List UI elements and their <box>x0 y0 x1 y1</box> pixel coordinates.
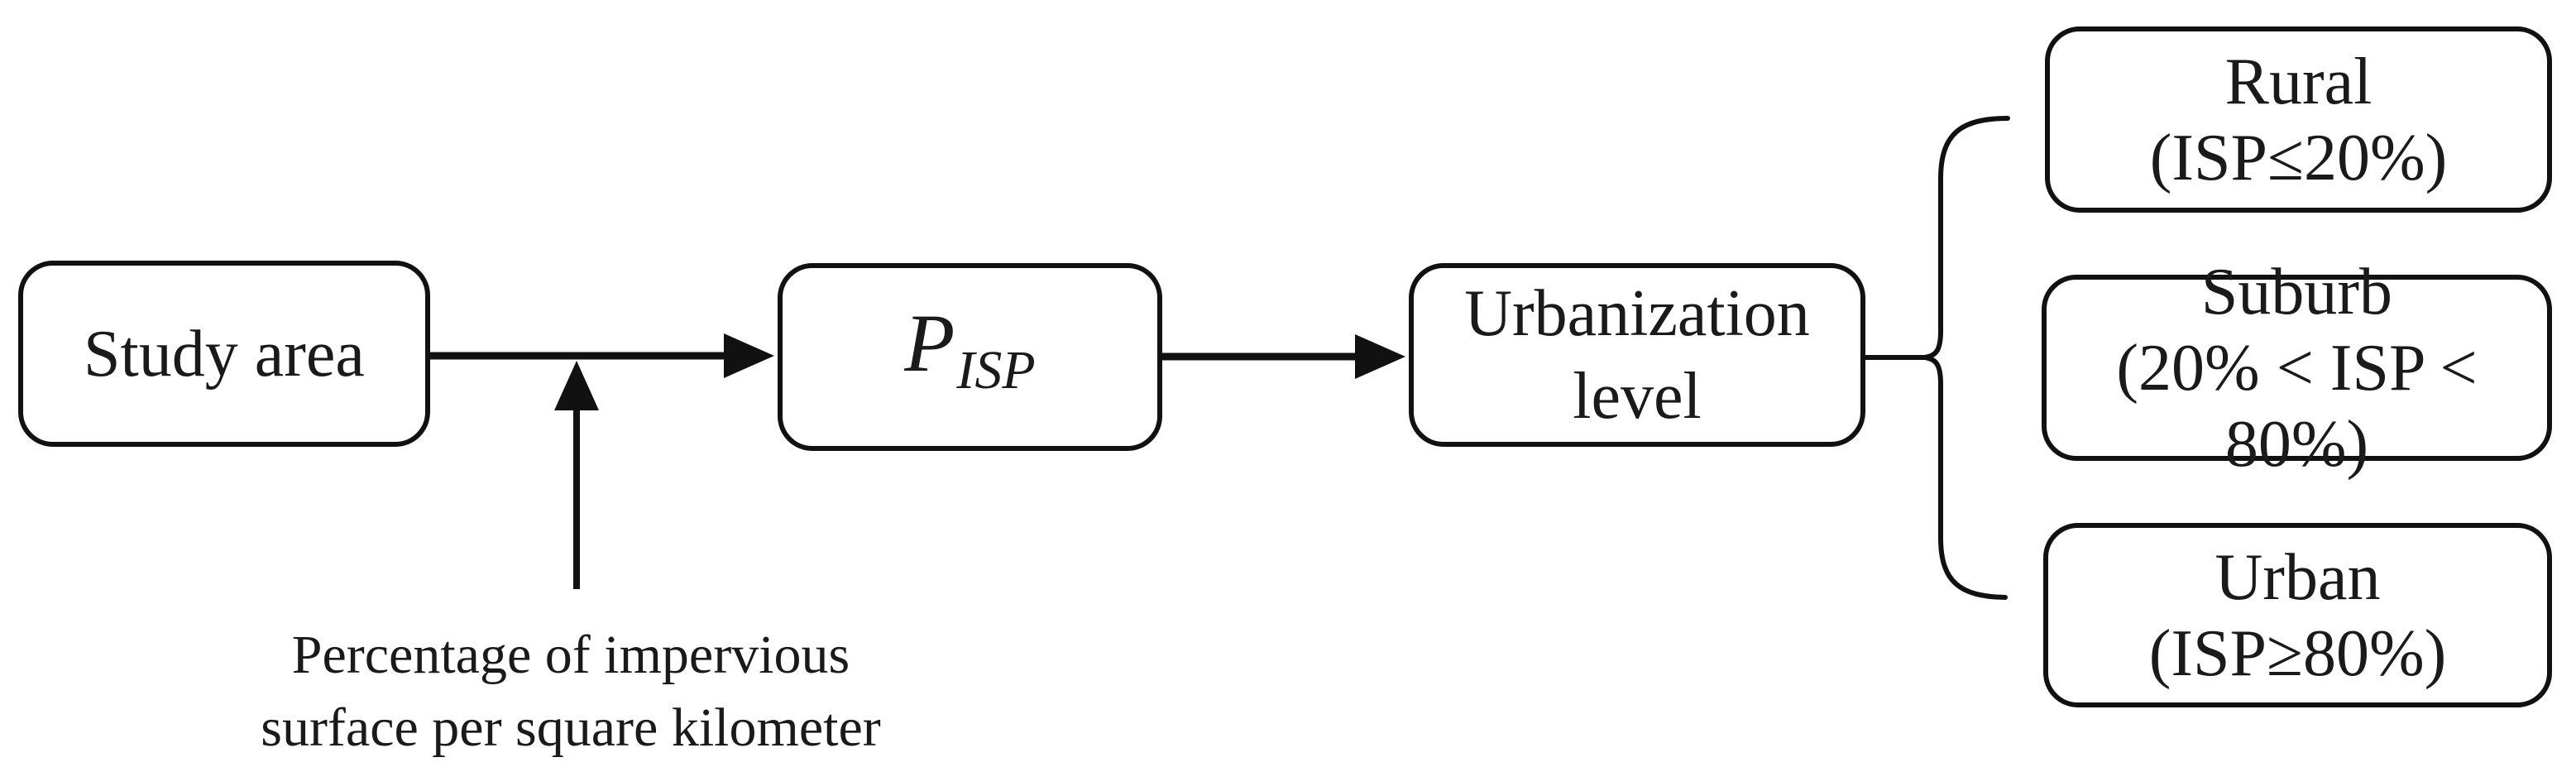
pisp-label: PISP <box>904 302 1035 412</box>
node-pisp: PISP <box>778 263 1162 451</box>
urbanization-line1: Urbanization <box>1464 277 1810 350</box>
study-area-label: Study area <box>84 317 365 391</box>
node-study-area: Study area <box>18 261 430 447</box>
isp-caption-line2: surface per square kilometer <box>261 697 881 758</box>
node-rural: Rural (ISP≤20%) <box>2045 26 2552 213</box>
node-suburb: Suburb (20% < ISP < 80%) <box>2042 256 2552 481</box>
arrow-pisp-to-urbanization-head <box>1355 334 1405 379</box>
pisp-symbol: P <box>904 297 955 389</box>
isp-caption-line1: Percentage of impervious <box>291 625 850 685</box>
pisp-subscript: ISP <box>956 340 1036 400</box>
isp-caption: Percentage of impervious surface per squ… <box>74 619 1067 765</box>
node-urban: Urban (ISP≥80%) <box>2043 523 2552 707</box>
urban-line2: (ISP≥80%) <box>2148 616 2447 690</box>
rural-line1: Rural <box>2224 45 2373 118</box>
caption-arrow-head <box>554 361 599 410</box>
suburb-line2: (20% < ISP < <box>2116 331 2478 405</box>
urbanization-line2: level <box>1573 360 1702 433</box>
brace <box>1924 116 2010 600</box>
arrow-study-to-pisp-head <box>724 333 774 378</box>
rural-line2: (ISP≤20%) <box>2149 121 2448 194</box>
urban-line1: Urban <box>2214 540 2381 614</box>
suburb-line3: 80%) <box>2224 407 2369 481</box>
suburb-line1: Suburb <box>2200 255 2393 328</box>
node-urbanization-level: Urbanization level <box>1409 263 1865 447</box>
